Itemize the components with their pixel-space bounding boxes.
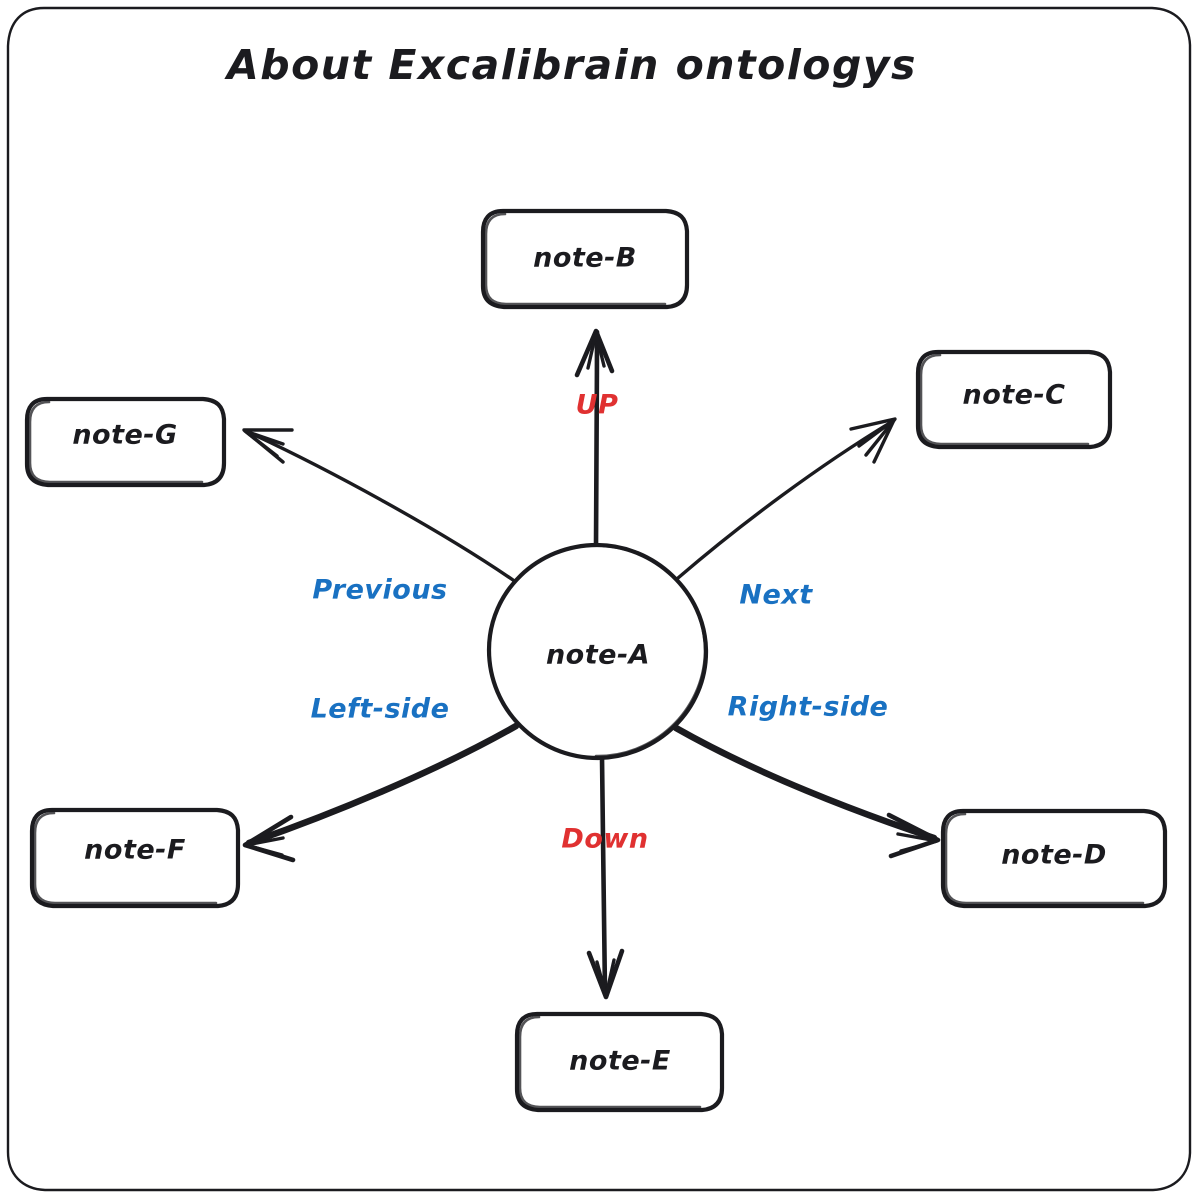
node-note-f[interactable]: note-F [29, 807, 241, 909]
edge-left-side-line [245, 722, 520, 847]
edge-label-previous: Previous [312, 575, 447, 606]
edge-previous-line [246, 430, 515, 582]
edge-label-right-side: Right-side [728, 692, 889, 723]
node-note-e-label: note-E [569, 1046, 671, 1077]
edge-down-line [599, 754, 608, 996]
node-note-f-label: note-F [84, 835, 186, 866]
edge-up-arrowhead [574, 328, 615, 378]
node-note-b[interactable]: note-B [480, 208, 690, 310]
node-note-a-label: note-A [546, 640, 650, 671]
edge-up-arrowhead-inner [586, 331, 606, 370]
edge-right-side[interactable]: Right-side [672, 692, 941, 859]
edge-label-up: UP [576, 390, 619, 421]
edge-previous[interactable]: Previous [242, 428, 515, 606]
edge-right-side-arrowhead-inner [896, 832, 939, 853]
node-note-g[interactable]: note-G [24, 396, 227, 488]
node-note-d-label: note-D [1001, 840, 1107, 871]
edge-down[interactable]: Down [561, 754, 648, 1000]
edge-up-line [593, 329, 600, 549]
edge-label-down: Down [561, 824, 648, 855]
edge-previous-arrowhead-inner [243, 429, 285, 458]
node-note-c[interactable]: note-C [915, 349, 1113, 450]
node-note-a[interactable]: note-A [486, 542, 709, 761]
node-note-c-label: note-C [962, 380, 1065, 411]
edge-down-arrowhead-inner [595, 958, 616, 998]
edge-label-left-side: Left-side [311, 694, 450, 725]
edge-left-side-arrowhead-inner [244, 836, 285, 857]
edge-next[interactable]: Next [676, 417, 897, 611]
edge-up[interactable]: UP [574, 328, 619, 549]
node-note-d[interactable]: note-D [940, 808, 1168, 909]
edge-label-next: Next [739, 580, 813, 611]
page-title: About Excalibrain ontologys [224, 41, 917, 89]
edge-next-line [676, 419, 895, 580]
outer-frame [6, 6, 1192, 1192]
node-note-g-label: note-G [72, 420, 177, 451]
edge-next-arrowhead-inner [857, 418, 896, 464]
node-note-e[interactable]: note-E [514, 1011, 725, 1113]
page-title-text: About Excalibrain ontologys [224, 41, 917, 89]
edge-right-side-line [672, 724, 938, 842]
node-note-b-label: note-B [533, 243, 637, 274]
edge-left-side[interactable]: Left-side [242, 694, 520, 863]
